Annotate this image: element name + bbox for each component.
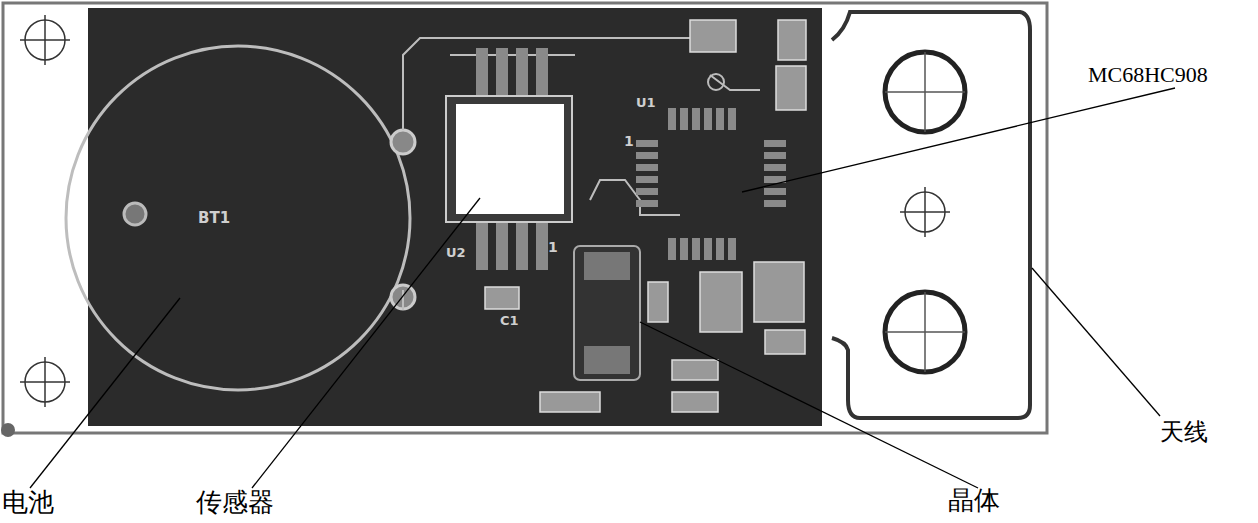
leader-line (30, 88, 1175, 488)
part-label: 传感器 (196, 490, 274, 516)
smd-component (485, 20, 806, 412)
part-label: MC68HC908 (1088, 64, 1208, 86)
battery-pad (391, 130, 415, 154)
antenna-hole (885, 292, 965, 372)
battery-pad (124, 203, 146, 225)
via (708, 74, 724, 90)
corner-dot (1, 423, 15, 437)
silkscreen-label: U1 (636, 96, 656, 109)
crosshair (924, 52, 926, 132)
crosshair (924, 292, 926, 372)
battery-pad (391, 285, 415, 309)
battery-outline (66, 46, 410, 390)
antenna-trace (832, 12, 1030, 418)
part-label: 电池 (2, 490, 54, 516)
antenna-hole (885, 52, 965, 132)
silkscreen-label: U2 (446, 246, 466, 259)
crystal (574, 246, 640, 380)
silkscreen-label: BT1 (198, 211, 230, 226)
sensor-chip (446, 48, 572, 270)
board-outline (3, 3, 1047, 433)
silkscreen-label: 1 (548, 240, 558, 254)
ground-plane (88, 8, 822, 426)
silkscreen-label: C1 (500, 314, 519, 327)
part-label: 晶体 (948, 488, 1000, 514)
mounting-hole (20, 15, 950, 407)
mcu-chip (636, 108, 786, 260)
part-label: 天线 (1160, 420, 1208, 444)
silkscreen-label: 1 (624, 134, 634, 148)
